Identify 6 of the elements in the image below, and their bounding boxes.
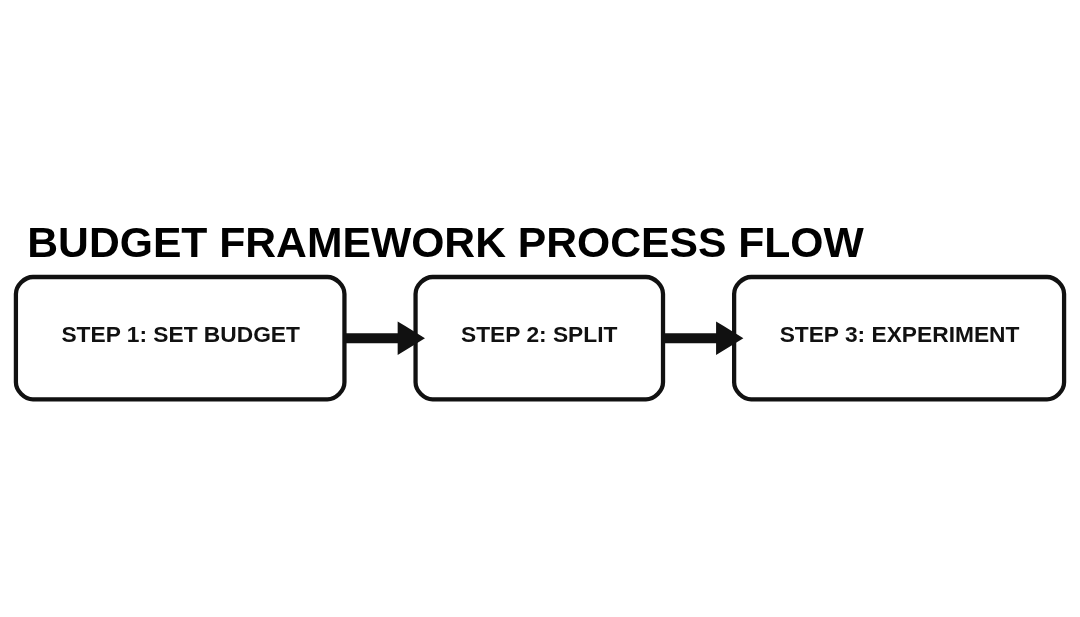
node-box: STEP 1: SET BUDGET xyxy=(13,274,347,401)
node-box: STEP 2: SPLIT xyxy=(413,274,666,401)
arrow xyxy=(663,320,744,355)
diagram-title: BUDGET FRAMEWORK PROCESS FLOW xyxy=(27,217,864,266)
arrow xyxy=(344,320,425,355)
node-box: STEP 3: EXPERIMENT xyxy=(732,274,1067,401)
